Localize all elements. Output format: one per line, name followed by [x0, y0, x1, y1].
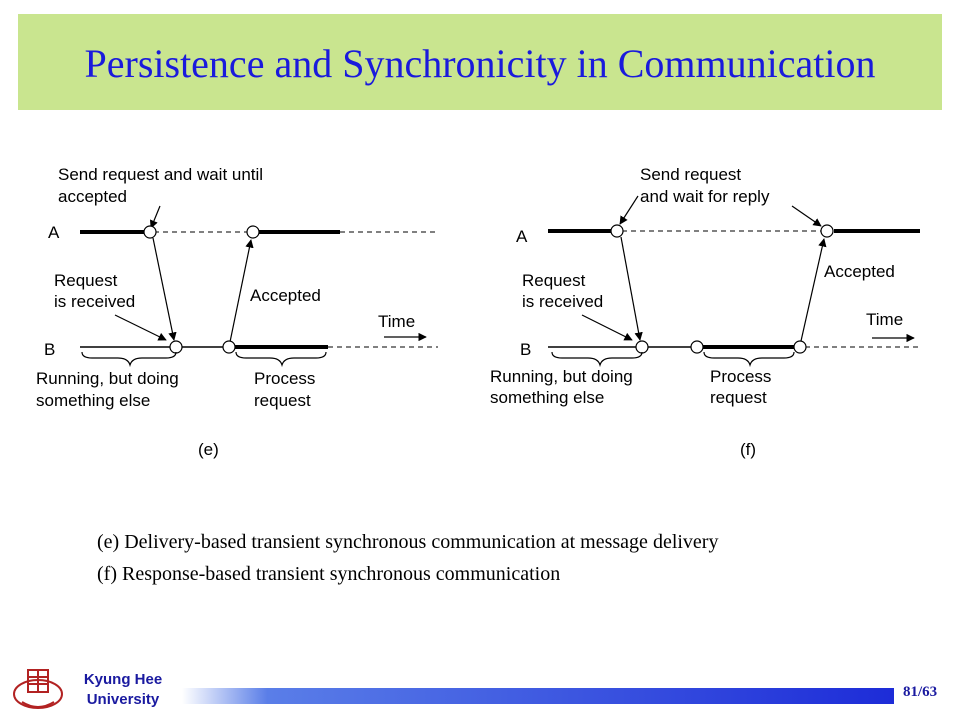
f-note-pointer-send [619, 195, 639, 225]
e-process-line1: Process [254, 369, 315, 388]
e-process-line2: request [254, 391, 311, 410]
f-note-top-line1: Send request [640, 165, 741, 184]
e-b-accept-node [222, 340, 236, 354]
e-note-top-line2: accepted [58, 187, 127, 206]
figure-captions: (e) Delivery-based transient synchronous… [97, 528, 718, 592]
f-a-send-node [610, 224, 624, 238]
e-request-line1: Request [54, 271, 118, 290]
f-b-start-node [690, 340, 704, 354]
footer-bar [182, 688, 894, 704]
f-caption: (f) [740, 440, 756, 459]
f-reply-message [800, 238, 827, 342]
f-time-label: Time [866, 310, 903, 329]
e-process-brace [235, 351, 327, 368]
diagrams: Send request and wait until accepted A R… [36, 165, 920, 459]
diagram-f: Send request and wait for reply A Reques… [490, 165, 920, 459]
f-process-line2: request [710, 388, 767, 407]
e-a-send-node [143, 225, 157, 239]
f-request-line2: is received [522, 292, 603, 311]
e-running-line2: something else [36, 391, 150, 410]
caption-e: (e) Delivery-based transient synchronous… [97, 531, 719, 553]
f-running-brace [551, 351, 643, 368]
f-label-b: B [520, 340, 531, 359]
university-name: Kyung Hee University [68, 670, 178, 710]
f-label-a: A [516, 227, 528, 246]
e-running-brace [81, 351, 177, 368]
e-a-accepted-node [246, 225, 260, 239]
f-process-brace [703, 351, 795, 368]
f-running-line2: something else [490, 388, 604, 407]
f-note-pointer-reply [791, 205, 822, 227]
university-line1: Kyung Hee [83, 671, 163, 688]
e-accepted-label: Accepted [250, 286, 321, 305]
e-request-line2: is received [54, 292, 135, 311]
e-note-pointer [149, 205, 161, 229]
e-label-a: A [48, 223, 60, 242]
caption-f: (f) Response-based transient synchronous… [97, 563, 561, 585]
e-caption: (e) [198, 440, 219, 459]
f-note-top-line2: and wait for reply [640, 187, 770, 206]
e-accept-message [229, 239, 254, 343]
slide-title: Persistence and Synchronicity in Communi… [84, 41, 876, 86]
university-line2: University [86, 691, 160, 708]
f-b-reply-node [793, 340, 807, 354]
f-request-pointer [581, 314, 633, 341]
e-request-message [152, 237, 177, 341]
f-process-line1: Process [710, 367, 771, 386]
e-time-label: Time [378, 312, 415, 331]
e-label-b: B [44, 340, 55, 359]
university-logo-icon [13, 669, 63, 709]
page-number: 81/63 [903, 684, 938, 700]
f-a-reply-node [820, 224, 834, 238]
e-note-top-line1: Send request and wait until [58, 165, 263, 184]
diagram-e: Send request and wait until accepted A R… [36, 165, 438, 459]
title-bar: Persistence and Synchronicity in Communi… [18, 14, 942, 110]
f-request-line1: Request [522, 271, 586, 290]
f-b-receive-node [635, 340, 649, 354]
f-accepted-label: Accepted [824, 262, 895, 281]
f-request-message [620, 236, 643, 341]
e-request-pointer [114, 314, 167, 341]
e-running-line1: Running, but doing [36, 369, 179, 388]
f-running-line1: Running, but doing [490, 367, 633, 386]
e-b-receive-node [169, 340, 183, 354]
